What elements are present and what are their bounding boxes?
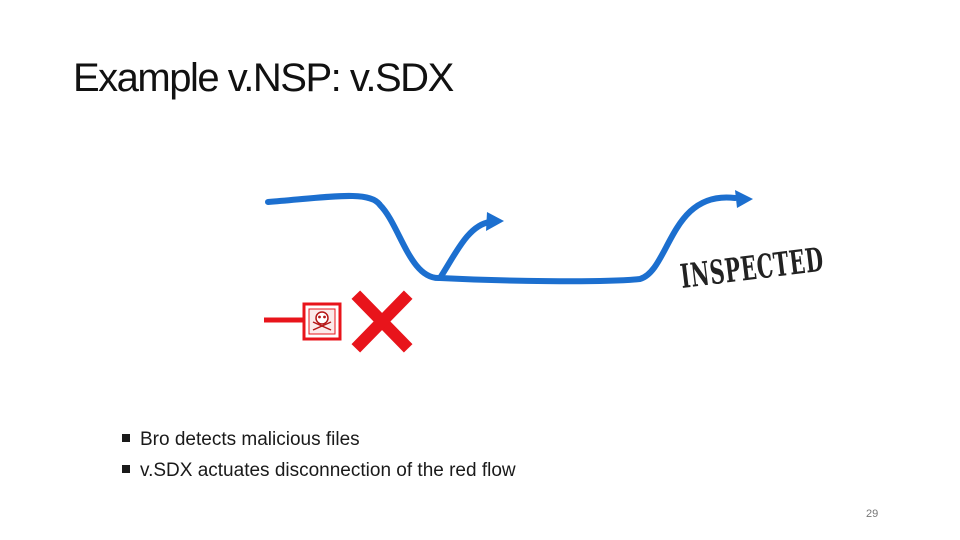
blue-flow-branch-path bbox=[437, 219, 493, 281]
arrow-icon bbox=[735, 190, 753, 208]
page-number: 29 bbox=[866, 508, 879, 520]
skull-crossbones-icon bbox=[302, 302, 342, 341]
bullet-item: v.SDX actuates disconnection of the red … bbox=[120, 455, 516, 486]
slide-title: Example v.NSP: v.SDX bbox=[73, 56, 454, 100]
blue-flow bbox=[265, 192, 738, 285]
inspected-stamp: INSPECTED bbox=[678, 240, 826, 296]
bullet-item: Bro detects malicious files bbox=[120, 424, 516, 455]
arrow-icon bbox=[486, 212, 504, 231]
red-x-icon bbox=[351, 290, 413, 353]
bullet-list: Bro detects malicious files v.SDX actuat… bbox=[120, 424, 516, 486]
stamp-text: INSPECTED bbox=[678, 240, 826, 296]
blue-flow-main-path bbox=[265, 192, 738, 285]
